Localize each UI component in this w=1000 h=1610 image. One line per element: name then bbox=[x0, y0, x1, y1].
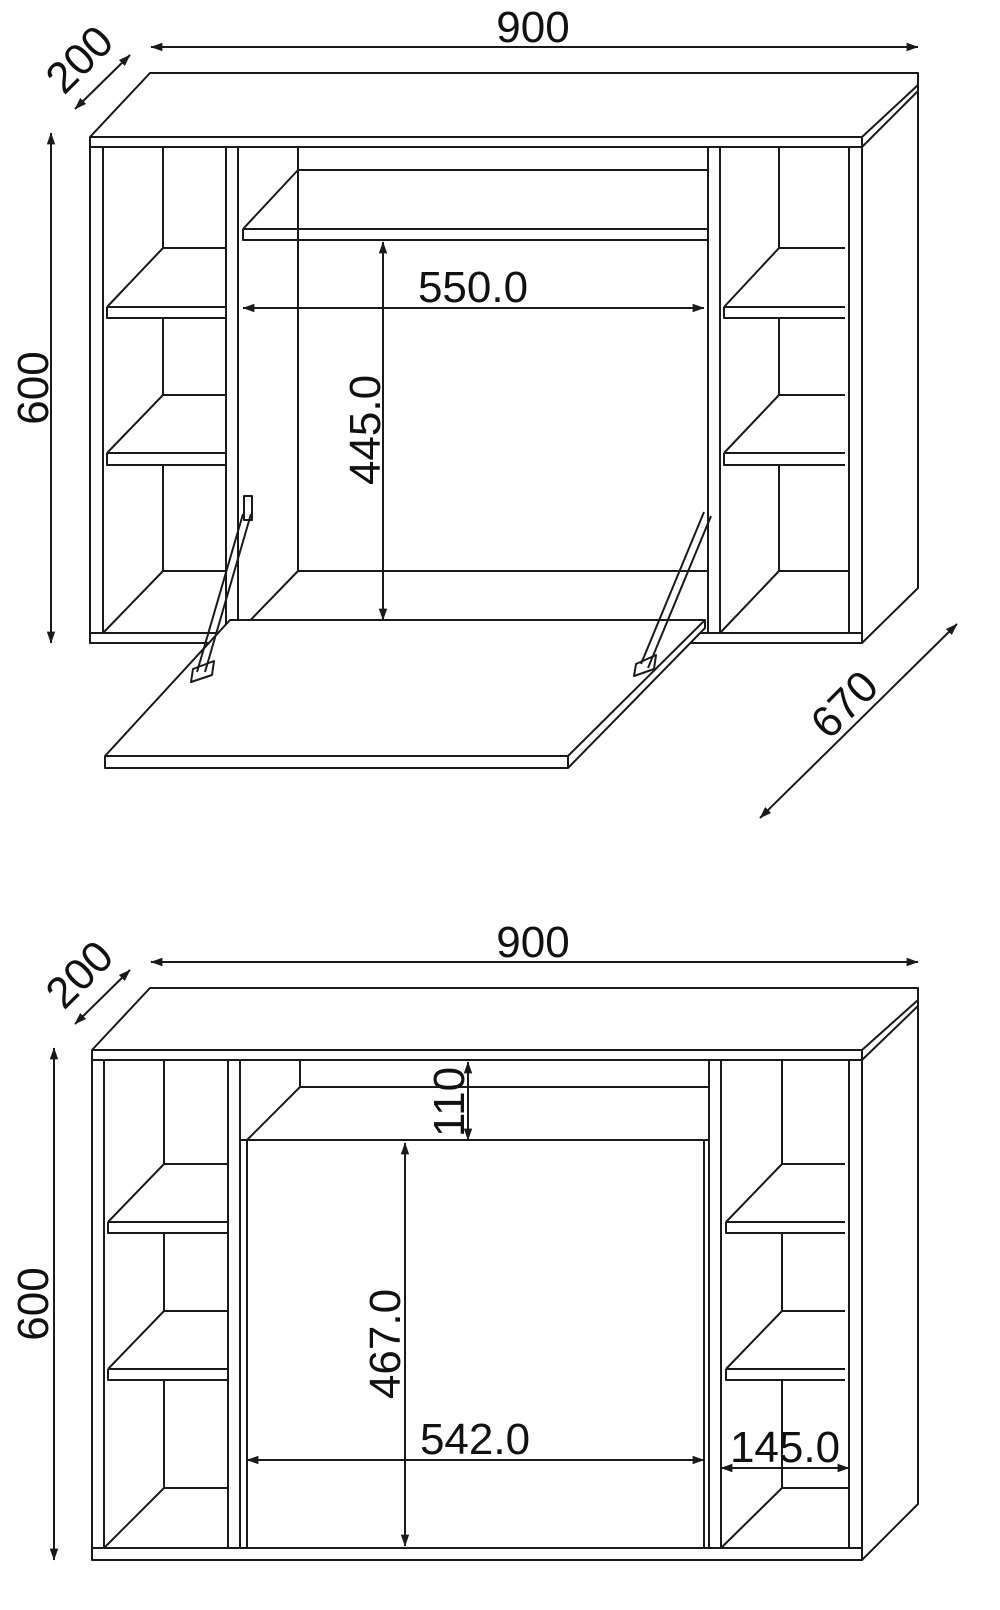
label-side-shelf-width: 145.0 bbox=[730, 1423, 840, 1472]
middle-compartment bbox=[237, 147, 708, 634]
open-flap bbox=[104, 619, 706, 769]
carcass bbox=[89, 91, 919, 644]
flap-stay-left bbox=[190, 495, 253, 683]
top-slab-closed bbox=[91, 987, 919, 1061]
closed-desk-view: 900 200 600 110 467.0 542.0 145.0 bbox=[9, 918, 919, 1561]
dimension-lines-open bbox=[46, 42, 958, 819]
open-desk-view: 900 200 600 550.0 445.0 670 bbox=[9, 3, 958, 819]
label-height: 600 bbox=[9, 351, 58, 424]
label-opening-width: 550.0 bbox=[418, 263, 528, 312]
top-slab bbox=[89, 72, 919, 148]
label-opening-height: 445.0 bbox=[341, 375, 390, 485]
left-shelf-upper bbox=[106, 247, 226, 319]
label-height-closed: 600 bbox=[9, 1267, 58, 1340]
dim-depth-line-closed bbox=[74, 969, 131, 1025]
left-shelf-unit-closed bbox=[103, 1060, 241, 1549]
label-width: 900 bbox=[496, 3, 569, 52]
right-shelf-unit-closed bbox=[708, 1060, 849, 1549]
left-shelf-unit bbox=[102, 147, 239, 634]
dim-open-depth-line bbox=[759, 623, 958, 819]
middle-shelf bbox=[242, 169, 708, 241]
carcass-closed bbox=[91, 1006, 919, 1561]
right-shelf-unit bbox=[707, 147, 849, 634]
flap-stay-right bbox=[633, 511, 712, 677]
closed-flap bbox=[240, 1139, 709, 1548]
label-depth-closed: 200 bbox=[36, 931, 123, 1018]
right-shelf-upper bbox=[723, 247, 845, 319]
middle-compartment-closed bbox=[240, 1060, 709, 1548]
label-width-closed: 900 bbox=[496, 918, 569, 967]
label-depth: 200 bbox=[36, 16, 123, 103]
dimension-lines-closed bbox=[49, 957, 919, 1561]
left-shelf-lower bbox=[106, 394, 226, 466]
right-shelf-lower bbox=[723, 394, 845, 466]
label-open-depth: 670 bbox=[801, 661, 888, 748]
dim-depth-line bbox=[74, 54, 131, 110]
label-top-gap: 110 bbox=[425, 1067, 474, 1137]
label-flap-width: 542.0 bbox=[420, 1415, 530, 1464]
label-flap-height: 467.0 bbox=[361, 1289, 410, 1399]
